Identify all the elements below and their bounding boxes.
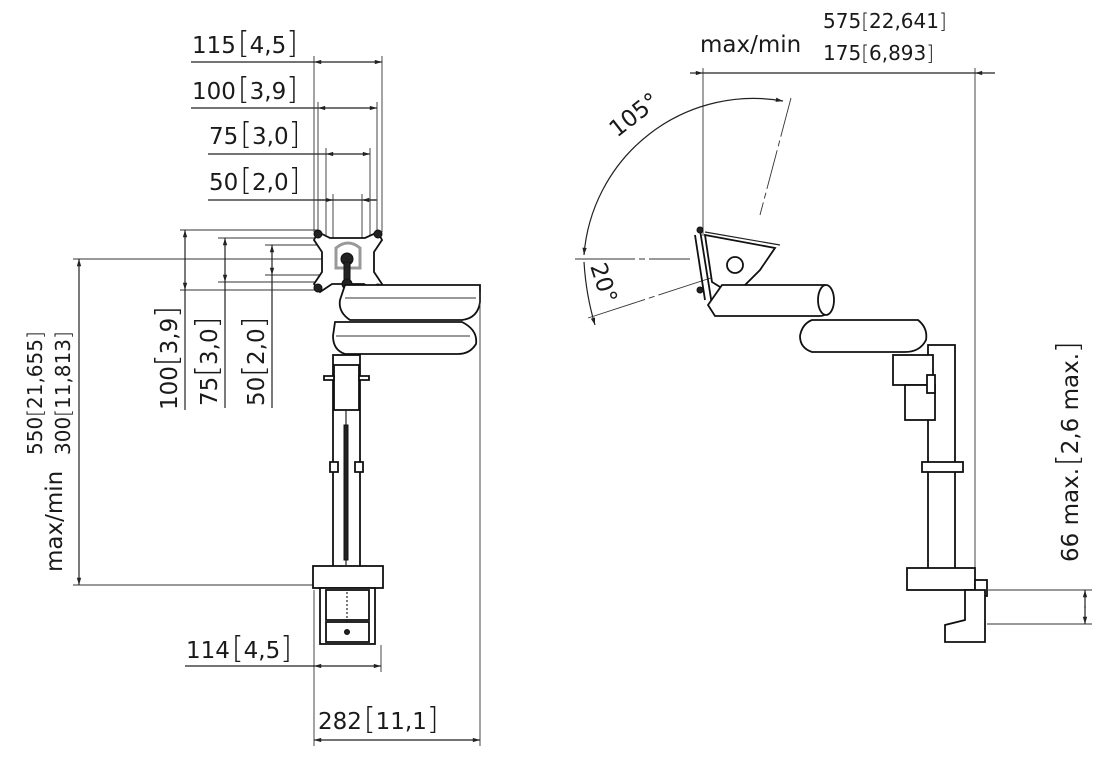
dim-vesa-width-100: 100[3,9] <box>191 72 377 111</box>
svg-text:550[21,655]: 550[21,655] <box>23 331 47 455</box>
vesa-plate <box>312 229 384 294</box>
desk-clamp <box>312 565 384 645</box>
dim-vesa-width-75: 75[3,0] <box>208 117 370 157</box>
pole <box>323 354 370 568</box>
tilt-down-label: 20° <box>584 260 621 307</box>
svg-text:100[3,9]: 100[3,9] <box>192 72 298 107</box>
upper-arm <box>338 284 481 321</box>
dim-vesa-width-50: 50[2,0] <box>208 163 377 203</box>
tilt-up-label: 105° <box>605 88 665 143</box>
side-view: max/min 575[22,641] 175[6,893] 105° 20° <box>575 9 1092 643</box>
dim-desk-thickness: 66 max.[2,6 max.] <box>1051 341 1086 562</box>
side-pole <box>892 344 964 570</box>
dim-vesa-height-100: 100[3,9] <box>150 306 185 410</box>
dim-height-max-min: max/min 550[21,655] 300[11,813] <box>23 331 75 572</box>
side-upper-arm <box>706 284 834 317</box>
svg-text:115[4,5]: 115[4,5] <box>192 26 298 61</box>
dim-vesa-height-50: 50[2,0] <box>237 317 272 406</box>
dim-vesa-height-75: 75[3,0] <box>190 317 225 406</box>
dim-clamp-width: 114[4,5] <box>185 631 381 669</box>
front-view: 115[4,5] 100[3,9] 75[3,0] 50[2,0] <box>23 26 481 746</box>
dim-vesa-width-115: 115[4,5] <box>191 26 382 65</box>
svg-text:300[11,813]: 300[11,813] <box>51 331 75 455</box>
svg-text:max/min: max/min <box>42 471 68 572</box>
svg-text:75[3,0]: 75[3,0] <box>209 117 300 152</box>
svg-text:max/min: max/min <box>700 32 801 58</box>
svg-text:282[11,1]: 282[11,1] <box>318 702 439 737</box>
side-lower-arm <box>799 319 928 353</box>
svg-text:175[6,893]: 175[6,893] <box>823 41 934 65</box>
side-desk-clamp <box>906 567 988 643</box>
dim-reach-max-min: max/min 575[22,641] 175[6,893] <box>690 9 995 76</box>
svg-text:50[2,0]: 50[2,0] <box>209 163 300 198</box>
tilt-head <box>694 226 781 306</box>
svg-text:575[22,641]: 575[22,641] <box>823 9 947 33</box>
dim-base-depth: 282[11,1] <box>314 702 480 743</box>
lower-arm <box>332 321 478 355</box>
svg-text:114[4,5]: 114[4,5] <box>186 631 292 666</box>
